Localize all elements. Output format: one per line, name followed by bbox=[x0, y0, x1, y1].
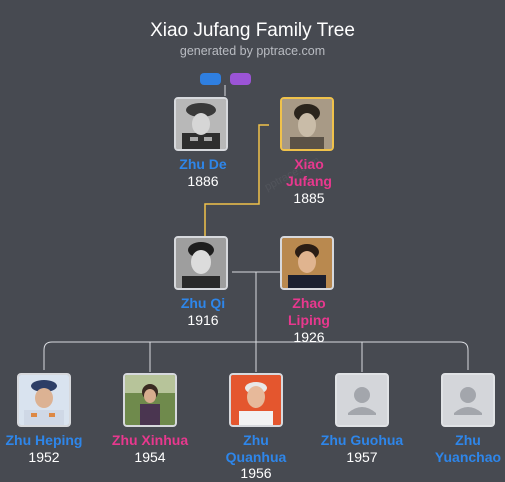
zhu-yuanchao-photo[interactable] bbox=[441, 373, 495, 427]
zhu-quanhua-name-line2[interactable]: Quanhua bbox=[225, 449, 287, 465]
zhu-guohua-photo[interactable] bbox=[335, 373, 389, 427]
xiao-jufang-name-line1[interactable]: Xiao bbox=[294, 156, 324, 172]
zhu-quanhua-year: 1956 bbox=[240, 465, 272, 481]
zhu-guohua-name[interactable]: Zhu Guohua bbox=[320, 432, 404, 448]
zhu-heping-name[interactable]: Zhu Heping bbox=[5, 432, 83, 448]
zhao-liping-year: 1926 bbox=[293, 329, 325, 345]
zhu-xinhua-photo[interactable] bbox=[123, 373, 177, 427]
zhao-liping-name-line1[interactable]: Zhao bbox=[292, 295, 326, 311]
zhu-qi-name[interactable]: Zhu Qi bbox=[180, 295, 226, 311]
xiao-jufang-name-line2[interactable]: Jufang bbox=[286, 173, 332, 189]
zhu-xinhua-name[interactable]: Zhu Xinhua bbox=[111, 432, 189, 448]
zhu-yuanchao-name-line2[interactable]: Yuanchao bbox=[434, 449, 502, 465]
lineage-highlight-line bbox=[204, 124, 269, 236]
zhu-de-photo[interactable] bbox=[174, 97, 228, 151]
person-placeholder-icon bbox=[443, 375, 493, 425]
zhu-qi-year: 1916 bbox=[187, 312, 219, 328]
zhu-quanhua-name-line1[interactable]: Zhu bbox=[243, 432, 269, 448]
zhu-xinhua-year: 1954 bbox=[134, 449, 166, 465]
zhu-heping-photo[interactable] bbox=[17, 373, 71, 427]
zhu-guohua-year: 1957 bbox=[346, 449, 378, 465]
xiao-jufang-year: 1885 bbox=[293, 190, 325, 206]
zhu-heping-year: 1952 bbox=[28, 449, 60, 465]
female-toggle-button[interactable] bbox=[230, 73, 251, 85]
person-placeholder-icon bbox=[337, 375, 387, 425]
page-subtitle: generated by pptrace.com bbox=[179, 44, 326, 58]
zhu-de-name[interactable]: Zhu De bbox=[179, 156, 227, 172]
zhu-de-year: 1886 bbox=[187, 173, 219, 189]
zhao-liping-name-line2[interactable]: Liping bbox=[288, 312, 330, 328]
zhu-qi-photo[interactable] bbox=[174, 236, 228, 290]
zhu-yuanchao-name-line1[interactable]: Zhu bbox=[455, 432, 481, 448]
male-toggle-button[interactable] bbox=[200, 73, 221, 85]
xiao-jufang-photo[interactable] bbox=[280, 97, 334, 151]
zhao-liping-photo[interactable] bbox=[280, 236, 334, 290]
page-title: Xiao Jufang Family Tree bbox=[150, 20, 355, 41]
zhu-quanhua-photo[interactable] bbox=[229, 373, 283, 427]
